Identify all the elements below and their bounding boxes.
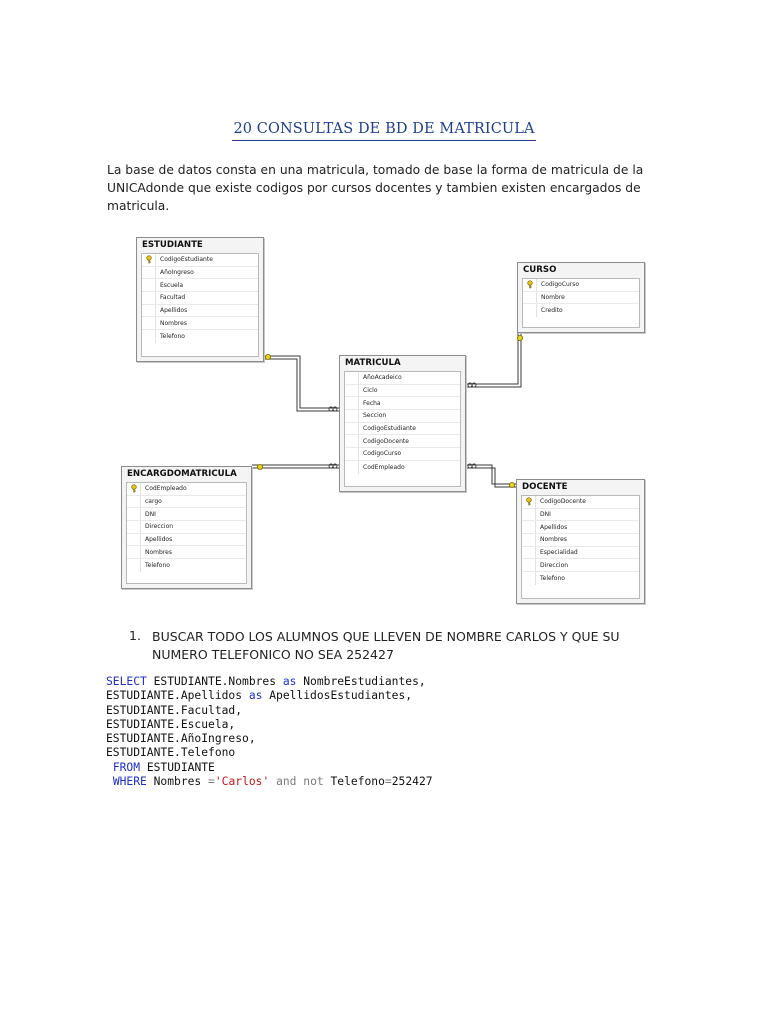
field-row: AñoAcadeico — [345, 372, 460, 385]
table-title: DOCENTE — [522, 482, 568, 492]
document-title-wrap: 20 CONSULTAS DE BD DE MATRICULA — [0, 118, 768, 141]
field-row: Especialidad — [522, 546, 639, 560]
field-row: Direccion — [522, 559, 639, 573]
key-endpoint-icon — [508, 481, 515, 488]
field-row: Telefono — [522, 572, 639, 585]
table-estudiante[interactable]: ESTUDIANTE CodigoEstudiante AñoIngreso E… — [136, 237, 264, 362]
sql-keyword: WHERE — [112, 775, 147, 789]
key-endpoint-icon — [517, 334, 524, 341]
key-endpoint-icon — [256, 463, 263, 470]
intro-paragraph: La base de datos consta en una matricula… — [107, 163, 644, 213]
field-row: Ciclo — [345, 384, 460, 398]
question-text: BUSCAR TODO LOS ALUMNOS QUE LLEVEN DE NO… — [152, 629, 620, 662]
field-row: Credito — [523, 304, 639, 318]
relationship-matricula-docente — [466, 464, 516, 485]
field-row: DNI — [127, 508, 246, 522]
field-row: Nombres — [142, 317, 258, 331]
field-row: Apellidos — [127, 533, 246, 547]
sql-keyword: FROM — [112, 760, 141, 774]
field-row: CodEmpleado — [127, 483, 246, 496]
infinity-endpoint-icon — [328, 406, 338, 412]
field-row: CodEmpleado — [345, 460, 460, 474]
field-row: AñoIngreso — [142, 266, 258, 280]
sql-keyword: as — [282, 675, 297, 688]
field-row: Nombre — [523, 291, 639, 305]
table-curso[interactable]: CURSO CodigoCurso Nombre Credito — [517, 262, 645, 333]
field-row: CodigoCurso — [523, 279, 639, 292]
field-row: Escuela — [142, 279, 258, 293]
er-diagram: ESTUDIANTE CodigoEstudiante AñoIngreso E… — [121, 237, 645, 604]
document-title: 20 CONSULTAS DE BD DE MATRICULA — [232, 121, 536, 141]
field-row: Telefono — [142, 330, 258, 343]
field-row: CodigoDocente — [345, 435, 460, 449]
relationship-matricula-curso — [466, 333, 519, 385]
infinity-endpoint-icon — [328, 463, 338, 469]
key-icon — [142, 254, 156, 266]
table-docente[interactable]: DOCENTE CodigoDocente DNI Apellidos Nomb… — [516, 479, 645, 604]
key-icon — [522, 496, 536, 508]
field-row: CodigoCurso — [345, 448, 460, 461]
sql-keyword: SELECT — [106, 675, 147, 688]
table-matricula[interactable]: MATRICULA AñoAcadeico Ciclo Fecha Seccio… — [339, 355, 466, 492]
infinity-endpoint-icon — [467, 463, 477, 469]
table-title: ENCARGDOMATRICULA — [127, 469, 237, 479]
relationship-estudiante-matricula — [264, 355, 339, 409]
field-row: Facultad — [142, 292, 258, 305]
field-row: CodigoEstudiante — [345, 422, 460, 436]
key-icon — [523, 279, 537, 291]
field-row: CodigoDocente — [522, 496, 639, 509]
table-title: ESTUDIANTE — [142, 240, 203, 250]
field-row: Apellidos — [522, 521, 639, 535]
table-fields: CodEmpleado cargo DNI Direccion Apellido… — [126, 482, 247, 584]
sql-keyword: as — [248, 689, 263, 703]
table-fields: CodigoCurso Nombre Credito — [522, 278, 640, 328]
table-title: MATRICULA — [345, 358, 401, 368]
key-endpoint-icon — [264, 353, 271, 360]
sql-code-block: SELECT ESTUDIANTE.Nombres as NombreEstud… — [106, 675, 433, 789]
field-row: Nombres — [522, 534, 639, 547]
infinity-endpoint-icon — [467, 382, 477, 388]
field-row: Fecha — [345, 397, 460, 411]
key-icon — [127, 483, 141, 495]
field-row: DNI — [522, 508, 639, 522]
sql-string: 'Carlos' — [214, 775, 270, 789]
field-row: Telefono — [127, 559, 246, 572]
field-row: Nombres — [127, 546, 246, 560]
field-row: cargo — [127, 495, 246, 509]
question-number: 1. — [129, 628, 141, 643]
table-fields: AñoAcadeico Ciclo Fecha Seccion CodigoEs… — [344, 371, 461, 487]
field-row: Apellidos — [142, 304, 258, 318]
field-row: Seccion — [345, 410, 460, 423]
table-encargdomatricula[interactable]: ENCARGDOMATRICULA CodEmpleado cargo DNI … — [121, 466, 252, 589]
table-fields: CodigoEstudiante AñoIngreso Escuela Facu… — [141, 253, 259, 357]
table-title: CURSO — [523, 265, 557, 275]
table-fields: CodigoDocente DNI Apellidos Nombres Espe… — [521, 495, 640, 599]
relationship-lines — [252, 333, 524, 488]
field-row: Direccion — [127, 521, 246, 534]
field-row: CodigoEstudiante — [142, 254, 258, 267]
